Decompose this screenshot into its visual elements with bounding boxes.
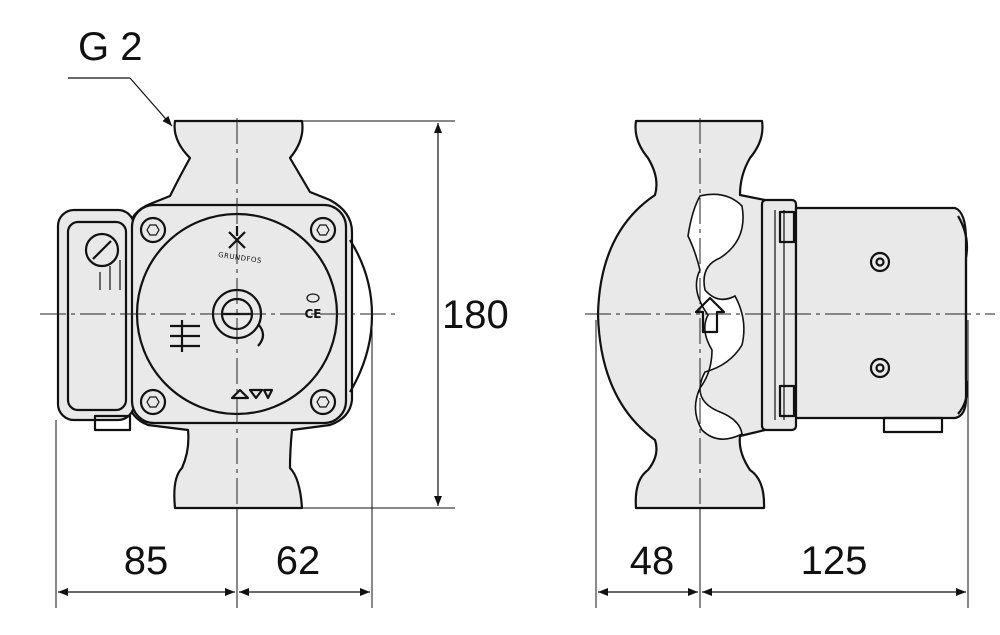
thread-label: G 2 xyxy=(78,25,142,69)
flange-clip-bottom xyxy=(778,384,796,418)
control-box xyxy=(56,208,136,422)
bolt-icon xyxy=(309,388,337,416)
corner-bolts xyxy=(139,216,337,416)
flow-symbol-icon xyxy=(170,320,200,352)
front-motor-rear xyxy=(349,239,374,393)
bolt-head-icon xyxy=(146,396,160,408)
dimension-height-180: 180 xyxy=(434,123,509,506)
speed-selector-knob-icon xyxy=(84,232,120,268)
motor-stator xyxy=(794,206,968,420)
dimension-62: 62 xyxy=(239,539,370,596)
bolt-head-icon xyxy=(146,224,160,236)
motor-end-cap xyxy=(957,215,969,415)
extension-lines xyxy=(55,120,969,608)
height-value: 180 xyxy=(442,293,509,337)
bolt-icon xyxy=(309,216,337,244)
flange-clip-top xyxy=(778,210,796,244)
dimension-85: 85 xyxy=(58,539,235,596)
bolt-head-icon xyxy=(316,224,330,236)
bolt-icon xyxy=(139,216,167,244)
right-width-value: 62 xyxy=(276,539,321,583)
flow-direction-arrow-icon xyxy=(694,296,726,334)
side-depth-value: 48 xyxy=(630,539,675,583)
mode-symbols-icon xyxy=(230,388,274,400)
bolt-icon xyxy=(139,388,167,416)
motor-foot xyxy=(882,416,944,434)
motor-screw-center xyxy=(875,363,885,373)
thread-callout: G 2 xyxy=(68,25,173,127)
cable-gland xyxy=(93,414,132,432)
motor-screw-center xyxy=(875,257,885,267)
dimension-48: 48 xyxy=(598,539,698,596)
control-box-inner xyxy=(66,220,128,412)
side-length-value: 125 xyxy=(801,539,868,583)
bolt-head-icon xyxy=(316,396,330,408)
leader-arrow xyxy=(129,77,173,127)
motor-screw-icon xyxy=(869,357,891,379)
speed-selector-pointer xyxy=(92,240,112,260)
motor-screw-icon xyxy=(869,251,891,273)
rotation-arc-icon xyxy=(257,323,265,347)
left-width-value: 85 xyxy=(124,539,169,583)
center-lines xyxy=(40,118,995,540)
dimension-125: 125 xyxy=(702,539,966,596)
approval-mark-icon xyxy=(306,293,320,303)
